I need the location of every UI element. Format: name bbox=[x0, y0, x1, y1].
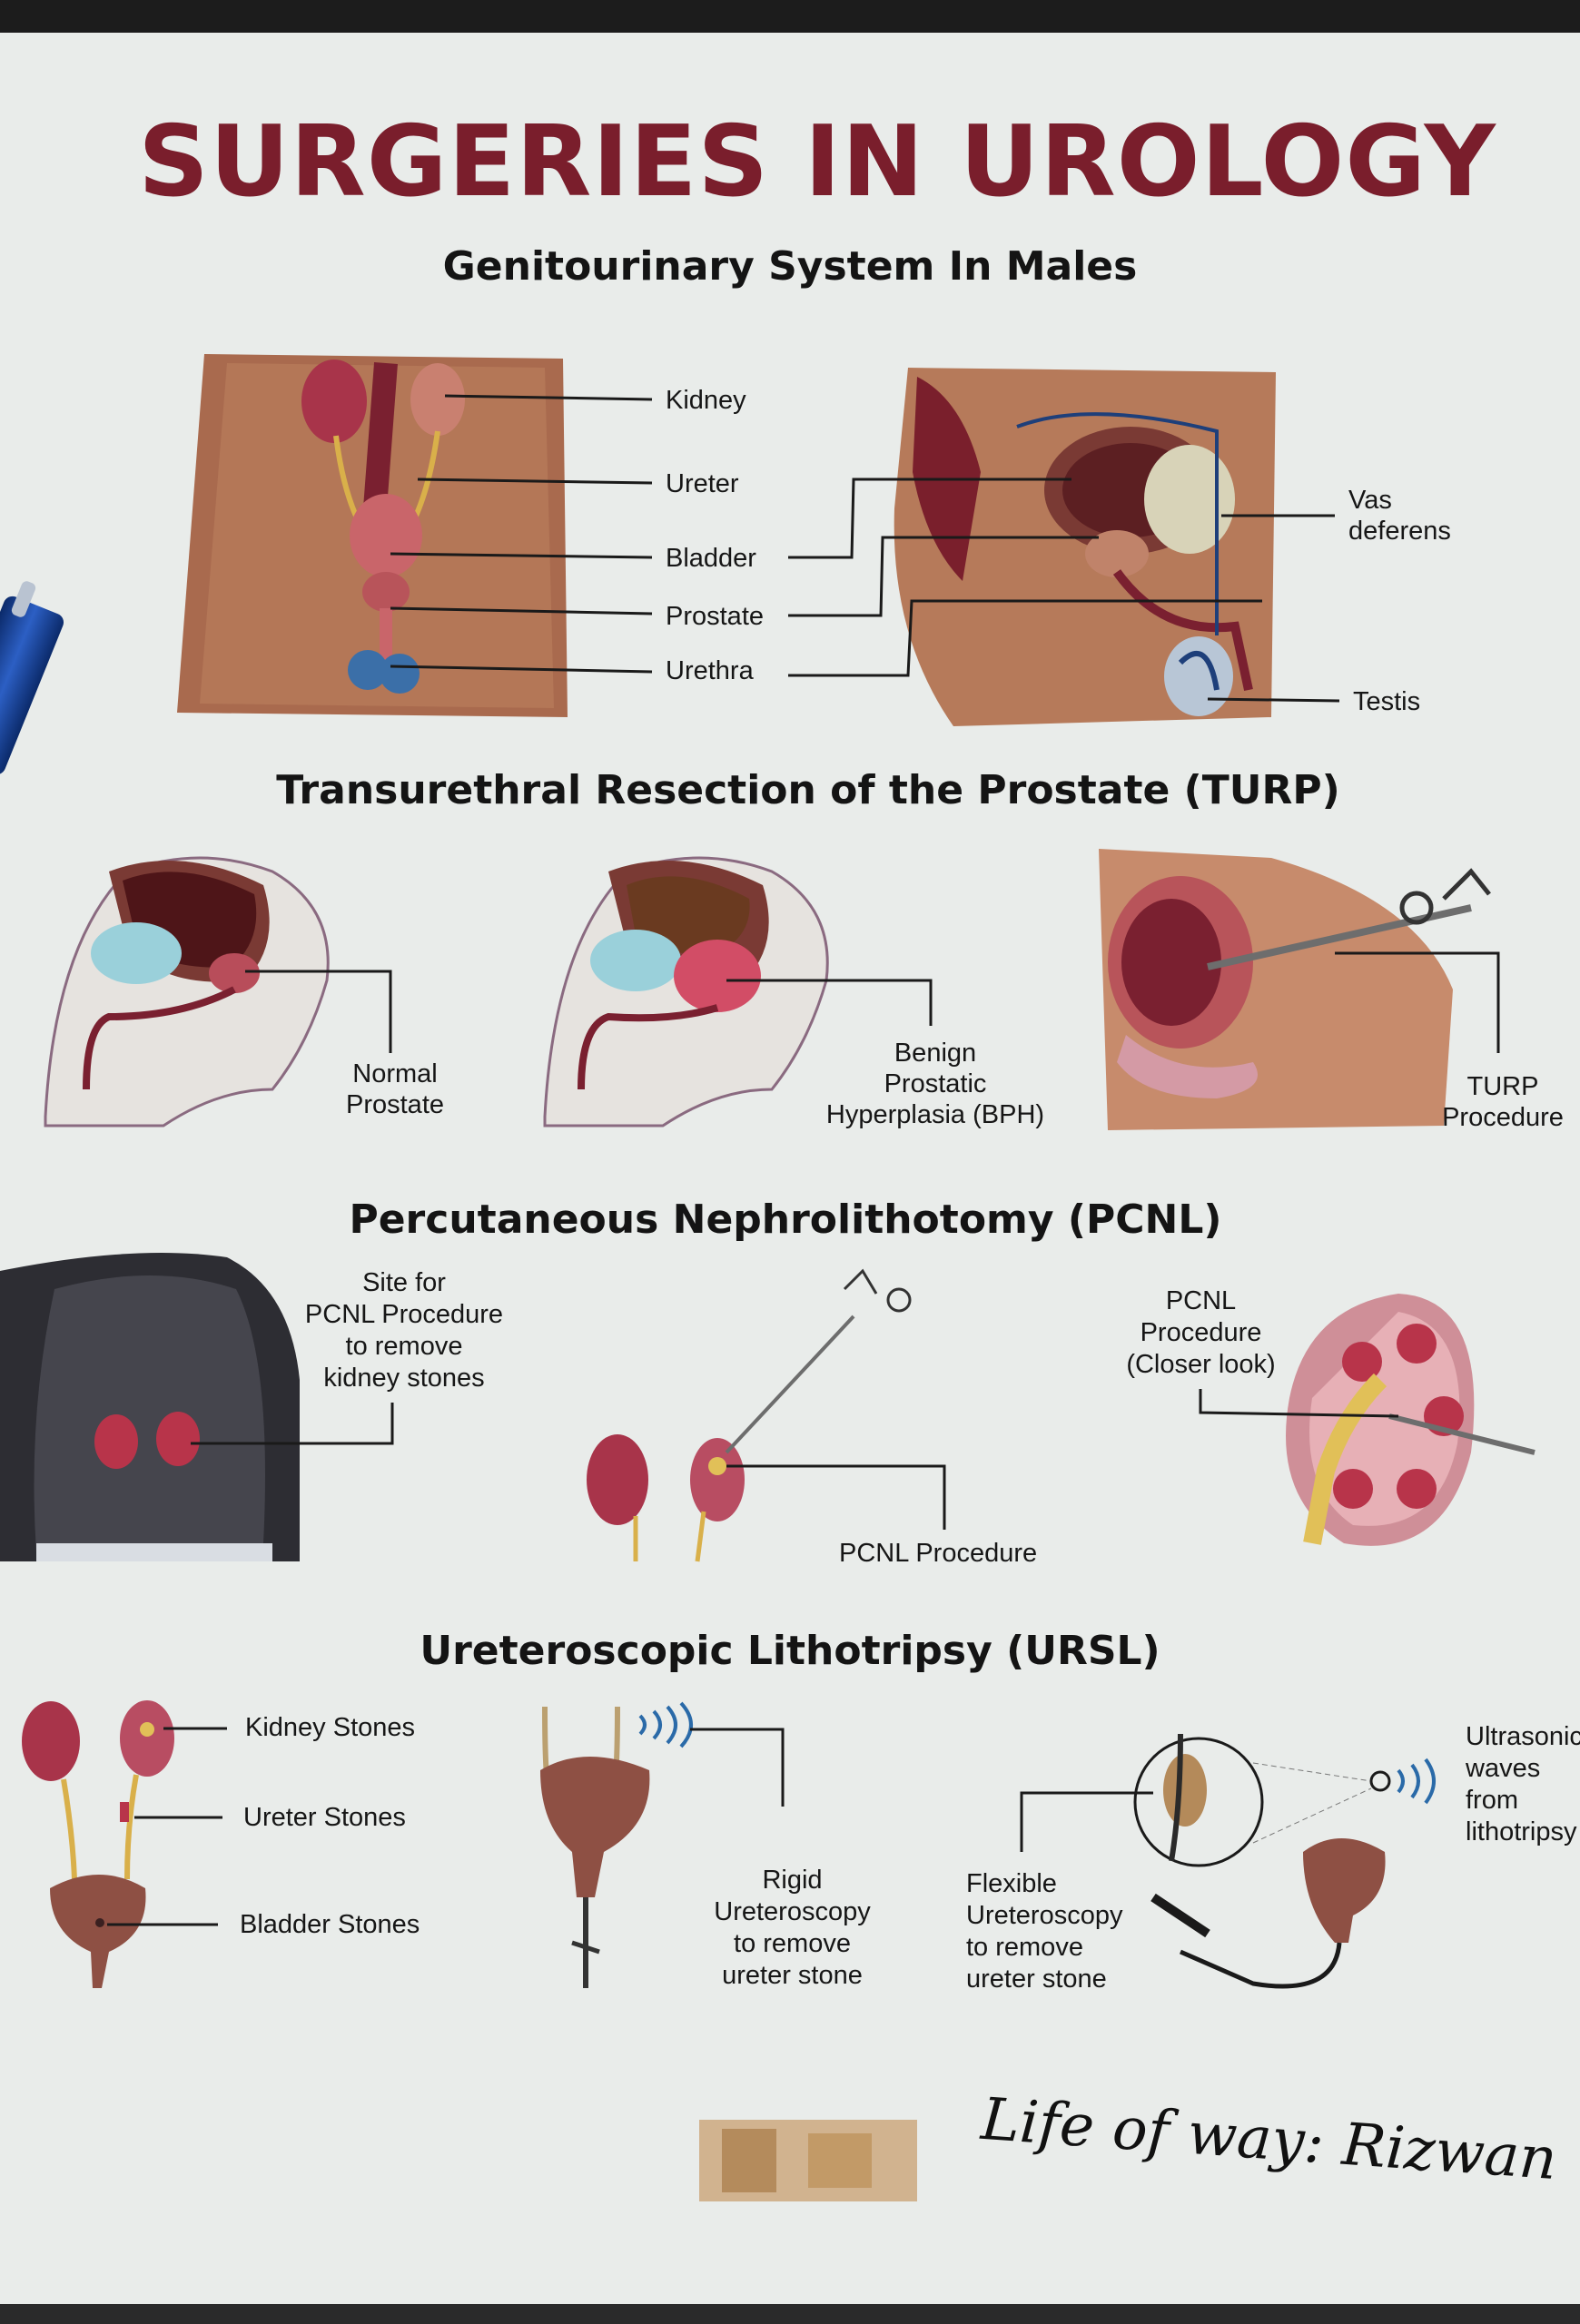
label-pcnl-procedure: PCNL Procedure bbox=[839, 1539, 1038, 1568]
label-prostate: Prostate bbox=[666, 602, 764, 631]
label-bph-3: Hyperplasia (BPH) bbox=[825, 1100, 1045, 1129]
label-rigid-4: ureter stone bbox=[722, 1961, 863, 1990]
label-bph-1: Benign bbox=[894, 1039, 977, 1068]
label-kidney-stones: Kidney Stones bbox=[245, 1713, 416, 1742]
turp-normal-illustration bbox=[44, 856, 330, 1128]
label-testis: Testis bbox=[1353, 687, 1421, 716]
heading-pcnl: Percutaneous Nephrolithotomy (PCNL) bbox=[349, 1196, 1222, 1243]
label-pcnl-closer-3: (Closer look) bbox=[1126, 1350, 1276, 1379]
label-flex-3: to remove bbox=[966, 1933, 1083, 1962]
turp-bph-illustration bbox=[543, 856, 829, 1128]
label-urethra: Urethra bbox=[666, 656, 754, 685]
ursl-flexible-illustration bbox=[1133, 1733, 1436, 1989]
label-bladder: Bladder bbox=[666, 544, 756, 573]
label-ureter: Ureter bbox=[666, 469, 739, 498]
top-edge-band bbox=[0, 0, 1580, 33]
label-rigid-3: to remove bbox=[734, 1929, 851, 1958]
label-pcnl-site-2: PCNL Procedure bbox=[304, 1300, 504, 1329]
label-pcnl-closer-2: Procedure bbox=[1140, 1318, 1262, 1347]
pcnl-back-illustration bbox=[0, 1253, 300, 1561]
label-normal-1: Normal bbox=[352, 1059, 438, 1088]
label-flex-1: Flexible bbox=[966, 1869, 1057, 1898]
ursl-rigid-illustration bbox=[540, 1701, 693, 1988]
label-ultra-2: waves bbox=[1466, 1754, 1541, 1783]
pcnl-closeup-illustration bbox=[1286, 1294, 1536, 1546]
label-ultra-1: Ultrasonic bbox=[1466, 1722, 1580, 1751]
heading-genitourinary: Genitourinary System In Males bbox=[442, 243, 1138, 290]
heading-ursl: Ureteroscopic Lithotripsy (URSL) bbox=[420, 1628, 1160, 1674]
label-turp-proc-1: TURP bbox=[1466, 1072, 1539, 1101]
label-bladder-stones: Bladder Stones bbox=[240, 1910, 420, 1939]
label-rigid-2: Ureteroscopy bbox=[714, 1897, 871, 1926]
label-ureter-stones: Ureter Stones bbox=[243, 1803, 406, 1832]
label-pcnl-site-3: to remove bbox=[345, 1332, 463, 1361]
label-flex-4: ureter stone bbox=[966, 1965, 1107, 1994]
label-bph-2: Prostatic bbox=[884, 1069, 987, 1098]
label-pcnl-closer-1: PCNL bbox=[1165, 1286, 1237, 1315]
turp-leader-lines bbox=[245, 951, 1500, 1053]
turp-procedure-illustration bbox=[1099, 849, 1491, 1130]
ursl-urinary-stones-illustration bbox=[22, 1700, 174, 1988]
label-pcnl-site-1: Site for bbox=[362, 1268, 446, 1297]
sagittal-illustration bbox=[894, 368, 1276, 726]
label-ultra-4: lithotripsy bbox=[1466, 1817, 1577, 1846]
label-kidney: Kidney bbox=[666, 386, 746, 415]
torso-leader-lines bbox=[390, 394, 653, 674]
label-normal-2: Prostate bbox=[346, 1090, 444, 1119]
pcnl-kidneys-illustration bbox=[587, 1268, 912, 1562]
label-rigid-1: Rigid bbox=[762, 1866, 823, 1895]
torn-sticker-patch bbox=[699, 2120, 917, 2201]
label-pcnl-site-4: kidney stones bbox=[323, 1364, 485, 1393]
label-flex-2: Ureteroscopy bbox=[966, 1901, 1123, 1930]
label-vas-1: Vas bbox=[1348, 486, 1392, 515]
torso-front-illustration bbox=[177, 354, 568, 717]
pcnl-leader-lines bbox=[191, 1389, 1399, 1530]
label-ultra-3: from bbox=[1466, 1786, 1518, 1815]
poster-title: SURGERIES IN UROLOGY bbox=[138, 105, 1496, 219]
heading-turp: Transurethral Resection of the Prostate … bbox=[276, 767, 1340, 813]
bottom-edge-band bbox=[0, 2304, 1580, 2324]
ursl-leader-lines bbox=[107, 1727, 1153, 1926]
sagittal-leader-lines bbox=[788, 478, 1340, 703]
label-vas-2: deferens bbox=[1348, 517, 1451, 546]
label-turp-proc-2: Procedure bbox=[1442, 1103, 1564, 1132]
